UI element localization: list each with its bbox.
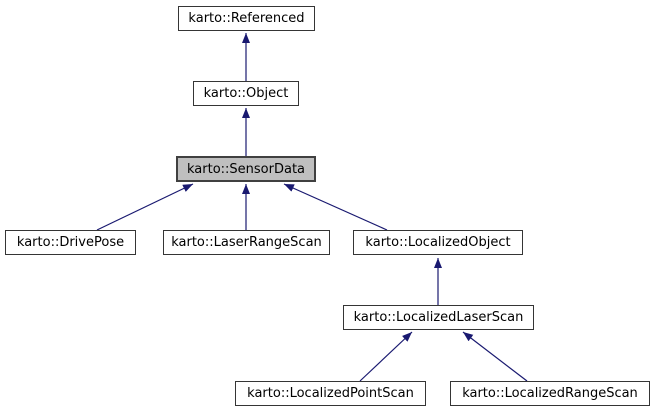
class-node-karto-localizedlaserscan[interactable]: karto::LocalizedLaserScan <box>343 305 534 330</box>
class-node-karto-localizedrangescan[interactable]: karto::LocalizedRangeScan <box>450 381 650 406</box>
class-node-karto-localizedpointscan[interactable]: karto::LocalizedPointScan <box>235 381 426 406</box>
arrow-localizedrangescan-to-localizedlaserscan <box>462 331 528 382</box>
arrow-localizedpointscan-to-localizedlaserscan <box>359 331 413 382</box>
arrow-drivepose-to-sensordata <box>96 183 194 231</box>
class-node-karto-drivepose[interactable]: karto::DrivePose <box>5 230 136 255</box>
class-node-karto-laserrangescan[interactable]: karto::LaserRangeScan <box>163 230 330 255</box>
arrow-localizedobject-to-sensordata <box>283 183 388 231</box>
class-node-karto-sensordata-current: karto::SensorData <box>176 156 316 182</box>
class-node-karto-referenced[interactable]: karto::Referenced <box>178 6 315 31</box>
class-node-karto-object[interactable]: karto::Object <box>193 81 299 106</box>
class-node-karto-localizedobject[interactable]: karto::LocalizedObject <box>353 230 523 255</box>
